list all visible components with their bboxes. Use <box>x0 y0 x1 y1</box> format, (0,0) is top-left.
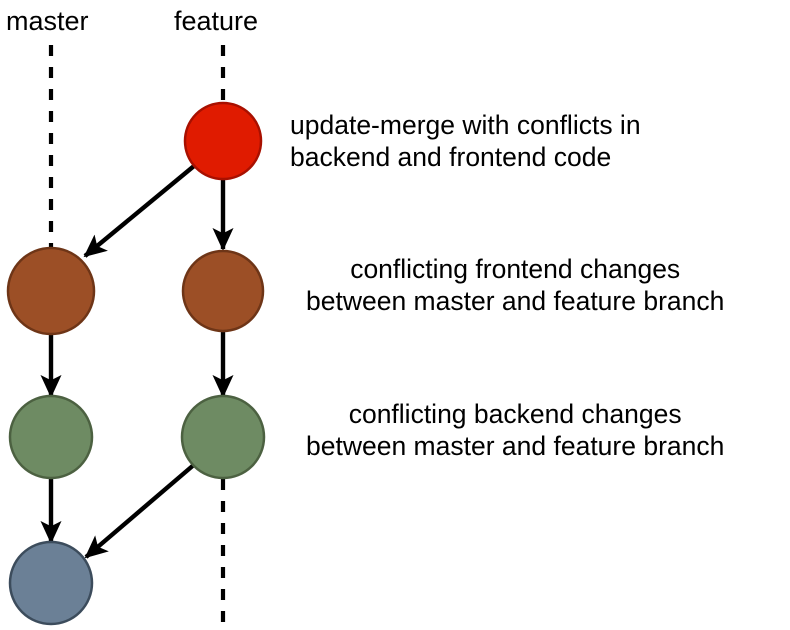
commit-node-master-base[interactable] <box>8 540 94 626</box>
annotation-line: conflicting backend changes <box>348 399 682 429</box>
commit-node-master-backend[interactable] <box>8 394 94 480</box>
commit-node-feature-backend[interactable] <box>180 394 266 480</box>
annotation-line: update-merge with conflicts in <box>290 110 641 140</box>
annotation-line: between master and feature branch <box>306 431 725 462</box>
annotation-frontend-note: conflicting frontend changes between mas… <box>306 253 724 318</box>
edge-feature-backend-to-base <box>84 461 198 559</box>
annotation-line: backend and frontend code <box>290 142 612 173</box>
annotation-line: between master and feature branch <box>306 286 725 317</box>
annotation-backend-note: conflicting backend changes between mast… <box>306 398 724 463</box>
commit-node-master-frontend[interactable] <box>6 246 96 336</box>
commit-node-merge-commit[interactable] <box>183 101 263 181</box>
annotation-line: conflicting frontend changes <box>350 254 681 284</box>
commit-node-feature-frontend[interactable] <box>181 249 265 333</box>
edge-merge-to-master-frontend <box>83 164 196 258</box>
branch-label-feature: feature <box>174 6 259 36</box>
annotation-merge-note: update-merge with conflicts in backend a… <box>290 109 641 174</box>
branch-label-master: master <box>6 6 89 36</box>
